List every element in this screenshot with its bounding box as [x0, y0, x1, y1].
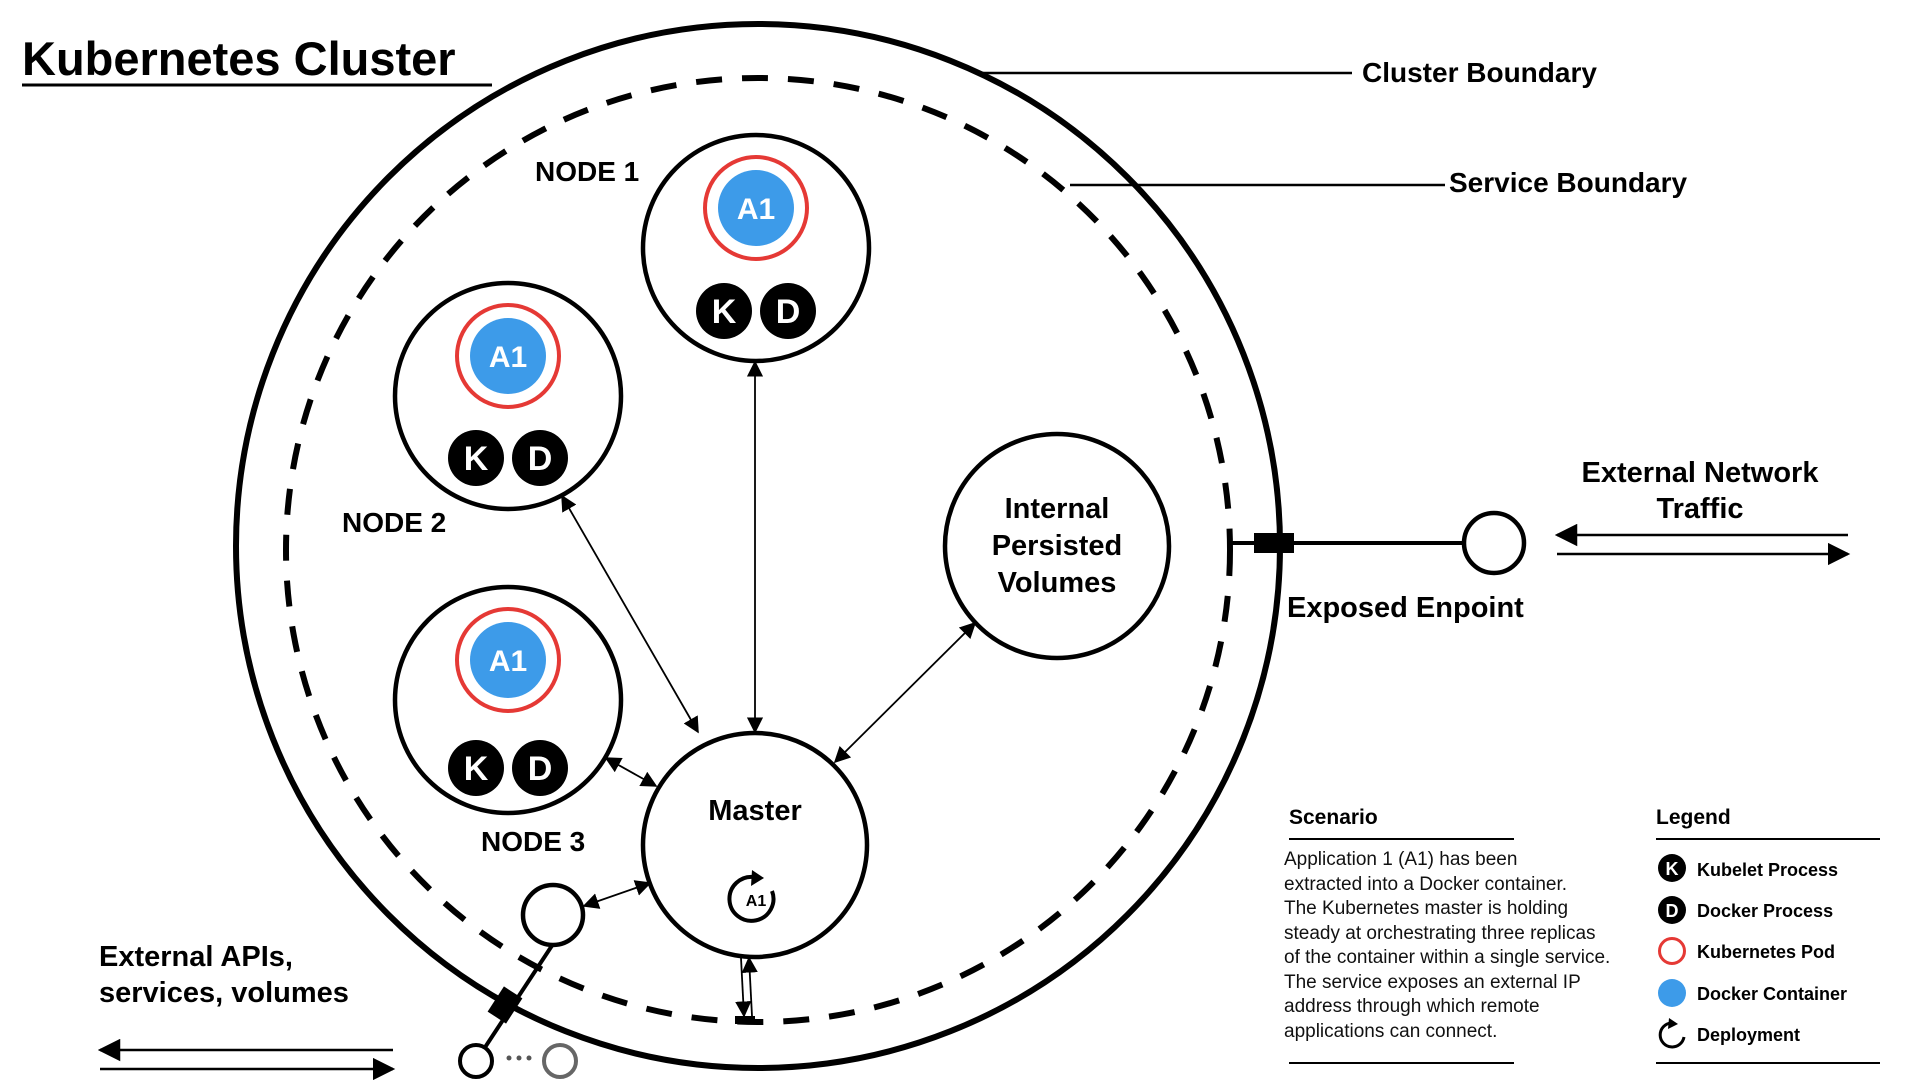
node-3: A1 K D — [392, 584, 624, 816]
docker-process-icon — [1658, 896, 1686, 924]
volumes-label-line1: Internal — [1005, 493, 1110, 525]
master-circle — [640, 730, 870, 960]
node-1: A1 K D — [640, 132, 872, 364]
connections — [561, 360, 977, 1018]
page-title: Kubernetes Cluster — [22, 32, 456, 85]
api-master-link — [582, 880, 652, 909]
legend-pod-label: Kubernetes Pod — [1697, 942, 1835, 962]
node-1-label: NODE 1 — [535, 156, 639, 187]
api-endpoint-small-circle — [458, 1043, 494, 1079]
container-icon — [1658, 979, 1686, 1007]
master-deployment-icon — [727, 870, 776, 923]
scenario-line: The service exposes an external IP — [1284, 971, 1581, 993]
volumes-master-link — [833, 621, 977, 764]
node-2-kubelet-icon — [448, 430, 504, 486]
node2-master-link — [561, 494, 699, 734]
scenario-line: The Kubernetes master is holding — [1284, 898, 1569, 919]
api-endpoint-grey-circle — [542, 1043, 578, 1079]
master-node: Master A1 — [640, 730, 870, 960]
scenario-line: of the container within a single service… — [1284, 947, 1611, 968]
api-ellipsis-dot-3 — [526, 1055, 532, 1061]
node-2-docker-label: D — [528, 440, 553, 478]
exposed-endpoint-label: Exposed Enpoint — [1287, 592, 1524, 624]
scenario-line: Application 1 (A1) has been — [1284, 849, 1518, 870]
internal-volumes: Internal Persisted Volumes — [942, 431, 1172, 661]
pod-icon — [1658, 937, 1686, 965]
node-1-docker-label: D — [776, 293, 801, 331]
endpoint-circle — [1461, 510, 1527, 576]
volumes-circle — [942, 431, 1172, 661]
master-down-link-1 — [735, 957, 752, 1018]
exposed-endpoint — [1227, 510, 1527, 576]
service-boundary-label: Service Boundary — [1449, 167, 1688, 198]
endpoint-port — [1254, 533, 1294, 553]
legend-container-label: Docker Container — [1697, 984, 1847, 1004]
node-1-container-label: A1 — [737, 193, 775, 226]
legend-docker-process-glyph: D — [1666, 901, 1679, 921]
node-2-container-label: A1 — [489, 341, 527, 374]
node-3-docker-label: D — [528, 750, 553, 788]
external-apis-label-line1: External APIs, — [99, 941, 293, 973]
volumes-label-line3: Volumes — [998, 567, 1117, 599]
master-deployment-label: A1 — [746, 893, 767, 910]
node-2-label: NODE 2 — [342, 507, 446, 538]
external-apis-label-line2: services, volumes — [99, 977, 349, 1009]
external-api-endpoint — [458, 882, 586, 1079]
api-endpoint-circle — [520, 882, 586, 948]
legend-heading: Legend — [1656, 806, 1731, 829]
scenario-text: Application 1 (A1) has been extracted in… — [1284, 848, 1644, 1044]
master-down-link-2 — [741, 956, 758, 1017]
api-ellipsis-dot-2 — [516, 1055, 522, 1061]
legend-kubelet-label: Kubelet Process — [1697, 860, 1838, 880]
legend-kubelet-glyph: K — [1666, 859, 1679, 879]
node-3-docker-icon — [512, 740, 568, 796]
node-2: A1 K D — [392, 280, 624, 512]
api-ellipsis-dot-1 — [506, 1055, 512, 1061]
scenario-line: steady at orchestrating three replicas — [1284, 922, 1596, 944]
cluster-boundary-label: Cluster Boundary — [1362, 57, 1597, 88]
kubelet-icon — [1658, 854, 1686, 882]
scenario-line: address through which remote — [1284, 996, 1540, 1017]
node-2-kubelet-label: K — [464, 440, 489, 478]
master-label: Master — [708, 795, 802, 827]
node-1-kubelet-icon — [696, 283, 752, 339]
volumes-label-line2: Persisted — [992, 530, 1123, 562]
external-network-label-line2: Traffic — [1656, 493, 1743, 525]
node-3-container-label: A1 — [489, 645, 527, 678]
master-service-port — [735, 1016, 755, 1024]
node-3-container — [470, 622, 546, 698]
node-3-kubelet-label: K — [464, 750, 489, 788]
node-1-kubelet-label: K — [712, 293, 737, 331]
scenario-line: applications can connect. — [1284, 1020, 1498, 1042]
node-3-kubelet-icon — [448, 740, 504, 796]
api-port — [487, 986, 523, 1024]
node-2-container — [470, 318, 546, 394]
node3-master-link — [604, 757, 658, 787]
scenario-heading: Scenario — [1289, 806, 1378, 829]
legend-docker-process-label: Docker Process — [1697, 901, 1833, 921]
node-1-container — [718, 170, 794, 246]
scenario-line: extracted into a Docker container. — [1284, 873, 1568, 895]
node-2-docker-icon — [512, 430, 568, 486]
node-1-docker-icon — [760, 283, 816, 339]
legend-deployment-label: Deployment — [1697, 1025, 1800, 1045]
external-network-label-line1: External Network — [1582, 457, 1820, 489]
deployment-icon — [1658, 1018, 1686, 1049]
node-3-label: NODE 3 — [481, 826, 585, 857]
